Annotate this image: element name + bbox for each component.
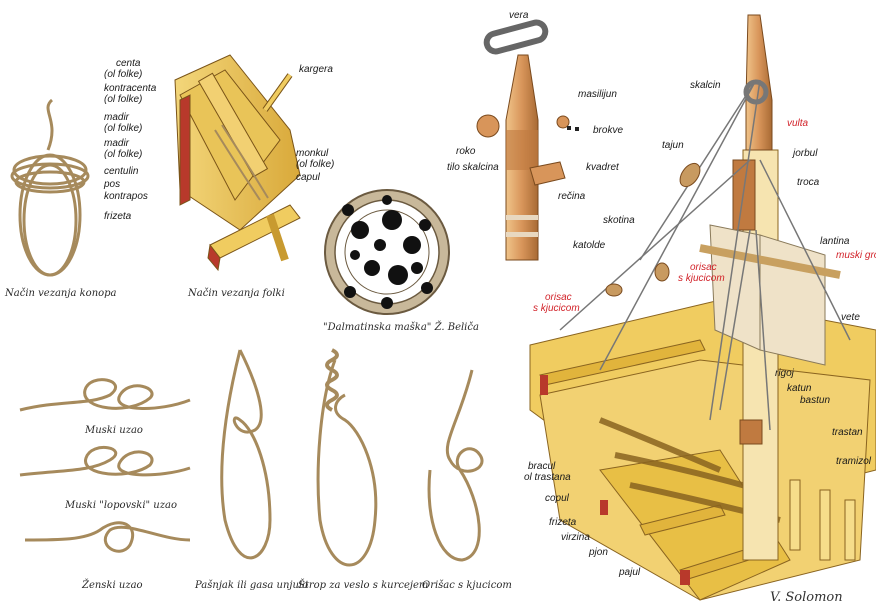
label-orisac-1: orisac: [690, 262, 717, 273]
signature: V. Solomon: [770, 590, 843, 605]
label-recina: rečina: [558, 191, 585, 202]
folki-drawing: [175, 55, 300, 270]
label-s-kjucicom-1: s kjucicom: [678, 273, 725, 284]
caption-muski-lopovski: Muski "lopovski" uzao: [65, 500, 177, 511]
label-kvadret: kvadret: [586, 162, 619, 173]
label-tilo-skalcina: tilo skalcina: [447, 162, 499, 173]
label-s-kjucicom-2: s kjucicom: [533, 303, 580, 314]
label-ol-folke-3: (ol folke): [104, 123, 142, 134]
caption-zenski-uzao: Ženski uzao: [82, 580, 143, 591]
label-masilijun: masilijun: [578, 89, 617, 100]
label-capul: capul: [296, 172, 320, 183]
caption-strop: Štrop za veslo s kurcejem: [298, 580, 428, 591]
label-katolde: katolde: [573, 240, 605, 251]
caption-dalmatinska-maska: "Dalmatinska maška" Ž. Beliča: [323, 322, 479, 333]
label-orisac-2: orisac: [545, 292, 572, 303]
label-skalcin: skalcin: [690, 80, 721, 91]
boat-drawing: [530, 15, 876, 600]
caption-nacin-konopa: Način vezanja konopa: [5, 288, 117, 299]
label-pajul: pajul: [619, 567, 640, 578]
caption-muski-uzao: Muski uzao: [85, 425, 143, 436]
label-bracul: bracul: [528, 461, 555, 472]
label-troca: troca: [797, 177, 819, 188]
label-frizeta-folki: frizeta: [104, 211, 131, 222]
label-kontrapos: kontrapos: [104, 191, 148, 202]
label-copul: copul: [545, 493, 569, 504]
caption-pasnjak: Pašnjak ili gasa unjulo: [195, 580, 308, 591]
label-skotina: skotina: [603, 215, 635, 226]
label-vete: vete: [841, 312, 860, 323]
label-muski: muski grop: [836, 250, 876, 261]
label-roko: roko: [456, 146, 475, 157]
label-ol-trastana: ol trastana: [524, 472, 571, 483]
label-centa: centa: [116, 58, 140, 69]
label-bastun: bastun: [800, 395, 830, 406]
coiled-rope-drawing: [12, 100, 88, 275]
label-ol-folke-2: (ol folke): [104, 94, 142, 105]
label-pos: pos: [104, 179, 120, 190]
mast-detail-drawing: [477, 21, 579, 260]
label-brokve: brokve: [593, 125, 623, 136]
label-tajun: tajun: [662, 140, 684, 151]
label-vera: vera: [509, 10, 528, 21]
label-vulta: vulta: [787, 118, 808, 129]
label-frizeta-boat: frizeta: [549, 517, 576, 528]
label-madir-1: madir: [104, 112, 129, 123]
label-ol-folke-4: (ol folke): [104, 149, 142, 160]
label-madir-2: madir: [104, 138, 129, 149]
label-trastan: trastan: [832, 427, 863, 438]
label-jorbul: jorbul: [793, 148, 817, 159]
label-lantina: lantina: [820, 236, 849, 247]
caption-orisac: Orišac s kjucicom: [422, 580, 512, 591]
label-rigoj: rigoj: [775, 368, 794, 379]
label-monkul: monkul: [296, 148, 328, 159]
label-kontracenta: kontracenta: [104, 83, 156, 94]
label-katun: katun: [787, 383, 811, 394]
caption-nacin-folki: Način vezanja folki: [188, 288, 285, 299]
label-ol-folke-1: (ol folke): [104, 69, 142, 80]
label-centulin: centulin: [104, 166, 138, 177]
knots-drawing: [20, 350, 482, 565]
label-tramizol: tramizol: [836, 456, 871, 467]
label-virzina: virzina: [561, 532, 590, 543]
dalmatinska-maska-drawing: [325, 190, 449, 314]
label-pjon: pjon: [589, 547, 608, 558]
label-ol-folke-5: (ol folke): [296, 159, 334, 170]
label-kargera: kargera: [299, 64, 333, 75]
